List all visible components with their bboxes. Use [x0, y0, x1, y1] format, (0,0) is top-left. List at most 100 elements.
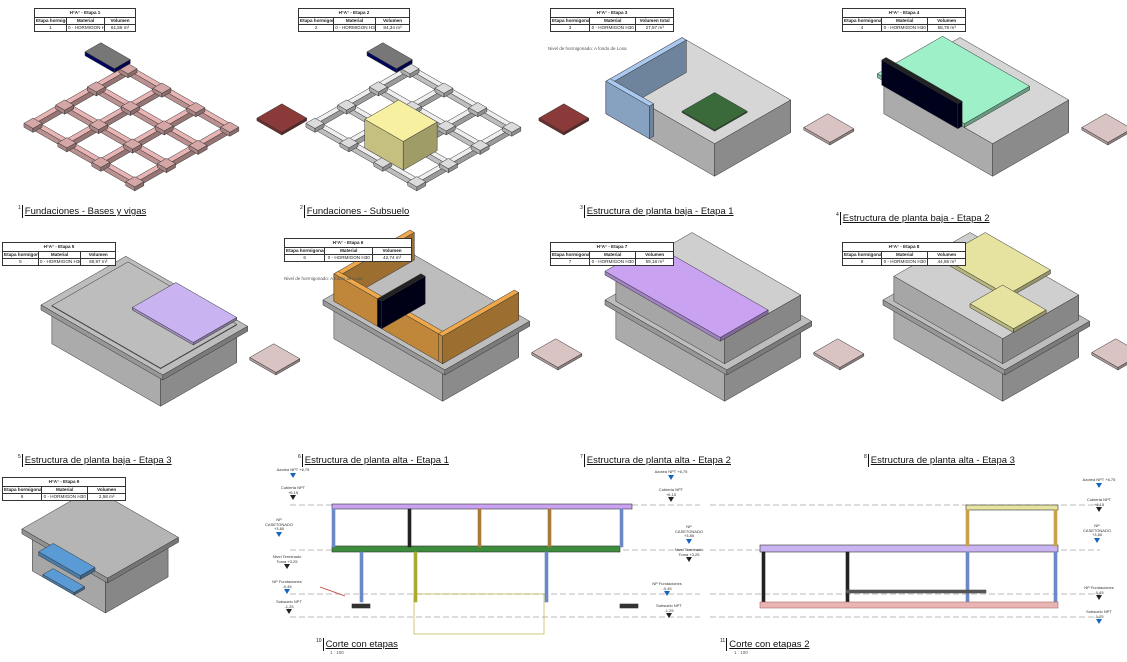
cell-volumen: 58,78 m³ [937, 25, 956, 30]
view-title: Estructura de planta baja - Etapa 2 [842, 213, 990, 224]
column-section-2 [761, 551, 766, 603]
level-marker: Cubierta NPT +6,15 [1082, 497, 1116, 513]
header-etapa: Etapa hormigonado [286, 248, 326, 254]
footing [91, 156, 111, 172]
upper-structure-stage3-view [882, 232, 1127, 402]
level-marker: Cubierta NPT +6,15 [654, 487, 688, 503]
column-section [413, 551, 418, 603]
level-marker: Subsuelo NPT -1,25 [1082, 609, 1116, 625]
level-triangle-icon [284, 589, 290, 595]
cell-material: 0 - HORMIGON H30 [68, 25, 105, 31]
header-volumen: Volumen [382, 248, 402, 253]
column-section-2 [1053, 509, 1058, 547]
column-section [477, 508, 482, 548]
header-volumen: Volumen [382, 18, 403, 23]
ramp-slab [84, 42, 131, 74]
header-material: Material [590, 18, 637, 24]
cell-material: 0 - HORMIGON H30 [882, 259, 929, 265]
header-volumen: Volumen [645, 252, 665, 257]
level-triangle-icon [666, 613, 672, 619]
cell-volumen: 61,58 m³ [110, 25, 130, 30]
footing [434, 82, 454, 98]
footing [55, 99, 75, 115]
caption-marker [21, 205, 23, 218]
view-number: 5 [18, 454, 21, 460]
header-material: Material [590, 252, 637, 258]
level-marker: Nivel Terminado Toma +3,25 [672, 547, 706, 563]
schedule-title: H°A° - Etapa 6 [285, 239, 411, 248]
level-triangle-icon [664, 591, 670, 597]
column-section-2 [965, 551, 970, 603]
view-number: 8 [864, 454, 867, 460]
basement-walls [364, 99, 438, 171]
footing [188, 139, 208, 155]
level-marker: NP CASETONADO +3,80 [672, 524, 706, 544]
footing-section [619, 603, 639, 609]
footing [305, 117, 325, 133]
header-volumen: Volumen [937, 252, 957, 257]
cell-volumen: 27,57 m³ [645, 25, 664, 30]
header-material: Material [39, 252, 82, 258]
section-number: 10 [316, 638, 322, 644]
caption-marker [867, 454, 869, 467]
stage9-perspective-view [21, 487, 180, 614]
header-etapa: Etapa hormigonado [552, 18, 591, 24]
cell-etapa: 9 [3, 494, 43, 500]
column-section [359, 551, 364, 603]
foundations-basement-view [305, 42, 590, 192]
level-label: Nivel Terminado Toma +3,25 [272, 554, 302, 564]
cell-etapa: 8 [843, 259, 883, 265]
caption-marker [583, 205, 585, 218]
cell-material: 0 - HORMIGON H30 [590, 25, 637, 31]
stair-landing [1081, 113, 1127, 146]
level-label: Subsuelo NPT -1,25 [276, 599, 302, 609]
caption-marker [303, 205, 305, 218]
level-label: Cubierta NPT +6,15 [280, 485, 306, 495]
section-title: Corte con etapas [325, 639, 398, 650]
cell-etapa: 6 [285, 255, 326, 261]
footing [125, 176, 145, 192]
header-etapa: Etapa hormigonado [552, 252, 591, 258]
footing [436, 120, 456, 136]
level-label: Cubierta NPT +6,15 [658, 487, 684, 497]
schedule-title: H°A° - Etapa 2 [299, 9, 409, 18]
concrete-level-note: Nivel de hormigonado: A fondo de Losa [284, 276, 363, 281]
footing [438, 158, 459, 174]
upper-slab-section [331, 503, 633, 510]
footing [407, 176, 427, 192]
column-section [544, 551, 549, 603]
formwork-panel [881, 57, 963, 130]
level-triangle-icon [668, 474, 674, 480]
stage-slab [131, 282, 238, 346]
ground-slab-section [331, 545, 621, 553]
ramp [38, 543, 96, 580]
cell-etapa: 2 [299, 25, 335, 31]
cell-material: 0 - HORMIGON H30 [335, 25, 376, 31]
stair-slab [256, 103, 308, 136]
stage-slab [604, 243, 769, 342]
upper-structure-stage2-view [604, 232, 865, 402]
cell-etapa: 4 [843, 25, 883, 31]
section-scale: 1 : 100 [734, 650, 748, 655]
view-title: Estructura de planta alta - Etapa 2 [586, 455, 731, 466]
cell-etapa: 7 [551, 259, 591, 265]
view-title: Fundaciones - Bases y vigas [24, 206, 147, 217]
roof-section-2 [965, 504, 1059, 511]
caption-marker [21, 454, 23, 467]
level-marker: Azotea NPT +6,75 [654, 469, 688, 480]
level-label: Subsuelo NPT -1,25 [1086, 609, 1112, 619]
level-triangle-icon [1094, 537, 1100, 543]
cell-etapa: 3 [551, 25, 591, 31]
cell-volumen: 44,85 m³ [937, 259, 956, 264]
